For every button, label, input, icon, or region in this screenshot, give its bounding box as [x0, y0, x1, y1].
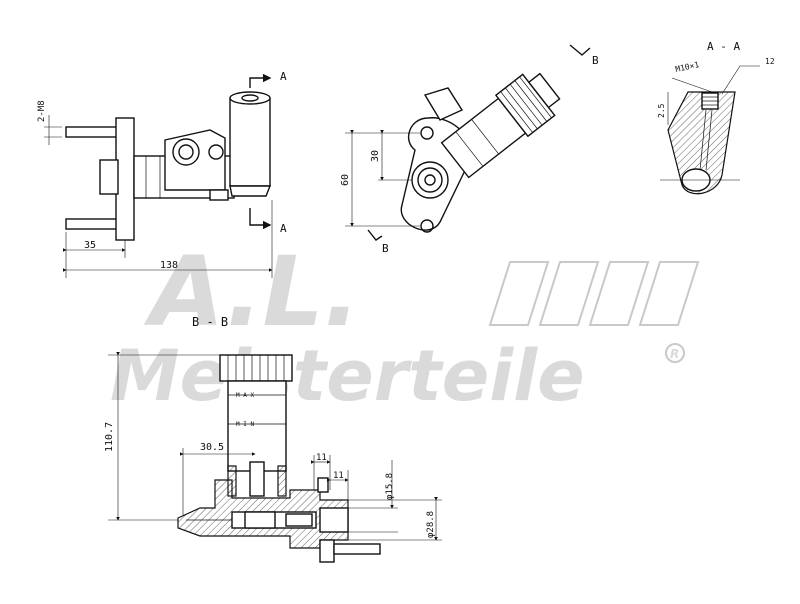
watermark-logo: A.L.	[143, 236, 360, 348]
side-thread-label: 2-M8	[37, 100, 47, 122]
section-b-title: B - B	[192, 315, 228, 329]
watermark-stripes-icon	[488, 261, 700, 326]
bb-dim-110-7: 110.7	[104, 422, 115, 452]
bb-dim-11-b: 11	[333, 471, 344, 481]
bb-dim-30-5: 30.5	[200, 442, 224, 453]
min-label: M I N	[236, 421, 254, 428]
front-dim-30: 30	[370, 150, 381, 162]
front-view: 60 30 B B	[340, 44, 599, 255]
pushrod-stub	[99, 159, 119, 195]
section-b-mark-top: B	[592, 54, 599, 67]
registered-mark-icon	[665, 343, 685, 363]
stud	[333, 543, 381, 555]
section-b-b: B - B M A X M I N	[104, 315, 442, 563]
reservoir	[229, 97, 271, 187]
watermark-brand: Meisterteile	[110, 335, 585, 417]
bb-dim-11-a: 11	[316, 453, 327, 463]
section-a-title: A - A	[707, 40, 740, 53]
side-dim-138: 138	[160, 260, 178, 271]
section-a-dim-12: 12	[765, 57, 775, 66]
section-a-dim-2-5: 2.5	[657, 103, 666, 118]
max-label: M A X	[236, 392, 254, 399]
section-a-thread: M10×1	[675, 60, 701, 74]
reservoir-cap	[219, 354, 293, 382]
section-a-a: A - A M10×1 12 2.5	[657, 40, 775, 195]
side-dim-35: 35	[84, 240, 96, 251]
stud-bottom	[65, 218, 119, 230]
front-dim-60: 60	[340, 174, 351, 186]
section-a-mark-bottom: A	[280, 222, 287, 235]
front-reservoir	[440, 72, 561, 179]
bb-dim-phi-28-8: φ28.8	[426, 511, 436, 538]
section-a-mark-top: A	[280, 70, 287, 83]
watermark: A.L. Meisterteile R	[110, 236, 700, 417]
registered-mark: R	[670, 347, 679, 361]
outlet-boss	[164, 129, 226, 191]
section-a-body	[667, 91, 736, 195]
section-b-mark-bottom: B	[382, 242, 389, 255]
stud-top	[65, 126, 119, 138]
bb-dim-phi-15-8: φ15.8	[385, 473, 395, 500]
side-view: 2-M8 35 138 A A	[37, 70, 287, 278]
